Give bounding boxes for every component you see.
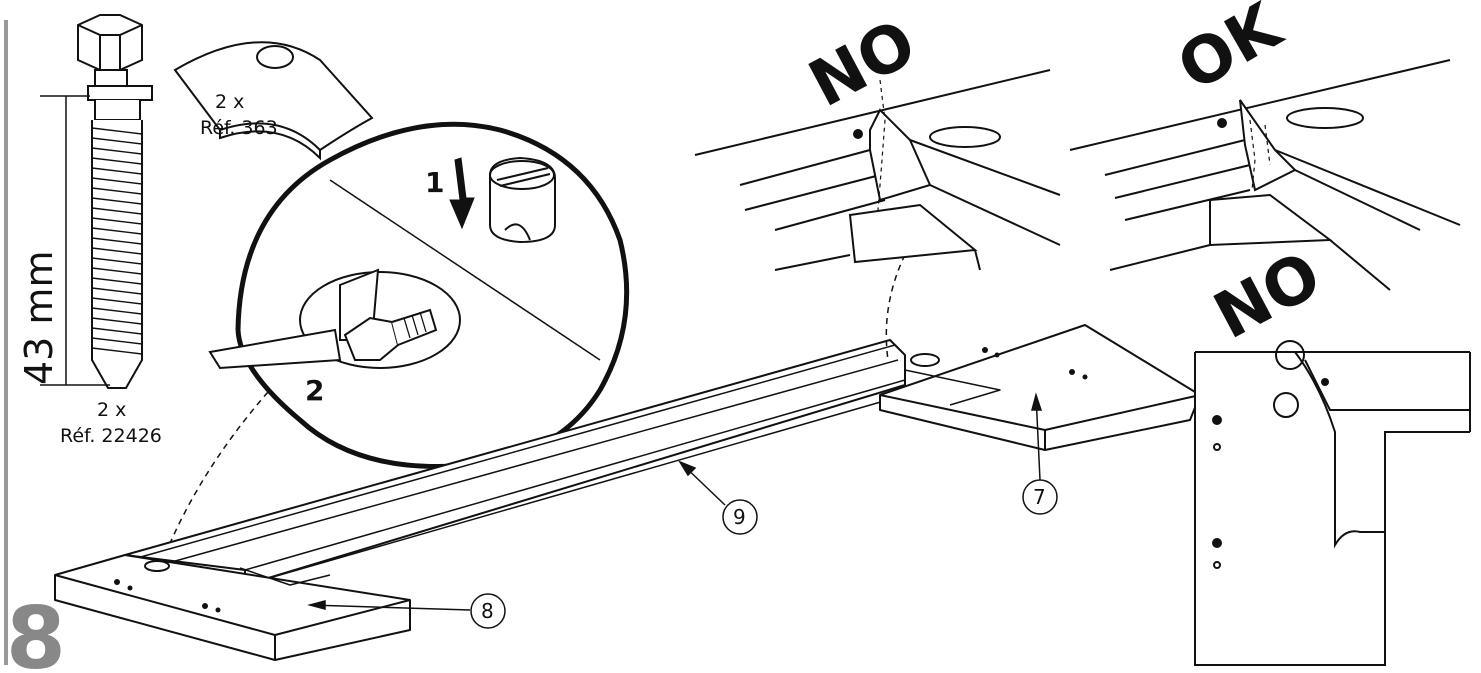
sub-step-1: 1 — [425, 166, 444, 199]
sub-step-2: 2 — [305, 374, 324, 407]
step-number: 8 — [6, 589, 66, 673]
panel-8 — [54, 554, 411, 661]
bolt-in-hole — [208, 268, 461, 370]
screwdriver — [208, 328, 342, 370]
detail-circle — [208, 121, 630, 470]
insert-arrow — [449, 157, 475, 230]
bolt-reference: Réf. 22426 — [60, 425, 162, 447]
callout-8 — [307, 593, 506, 629]
bolt-illustration — [77, 14, 153, 389]
wrong-joint-view — [694, 69, 1061, 271]
length-dimension — [40, 95, 110, 386]
callout-7-number: 7 — [1033, 485, 1046, 509]
bolt-thread — [91, 127, 143, 355]
cam-cover-quantity: 2 x — [215, 91, 244, 113]
verdict-ok: OK — [1166, 0, 1295, 106]
bolt-quantity: 2 x — [97, 399, 126, 421]
wrong-corner-view — [1194, 340, 1471, 666]
correct-joint-view — [1069, 59, 1461, 291]
panel-holes — [114, 347, 1088, 613]
detail-leader — [164, 391, 269, 556]
verdict-no-corner: NO — [1203, 238, 1333, 354]
callout-9 — [678, 460, 758, 535]
cam-lock-part — [489, 156, 556, 244]
callout-9-number: 9 — [733, 505, 746, 529]
panel-7 — [879, 324, 1201, 451]
callout-7 — [1022, 392, 1058, 515]
callout-8-number: 8 — [481, 599, 494, 623]
cam-cover-illustration — [173, 41, 374, 161]
cam-cover-reference: Réf. 363 — [200, 117, 278, 139]
main-assembly — [54, 324, 1201, 661]
length-label: 43 mm — [17, 251, 61, 385]
